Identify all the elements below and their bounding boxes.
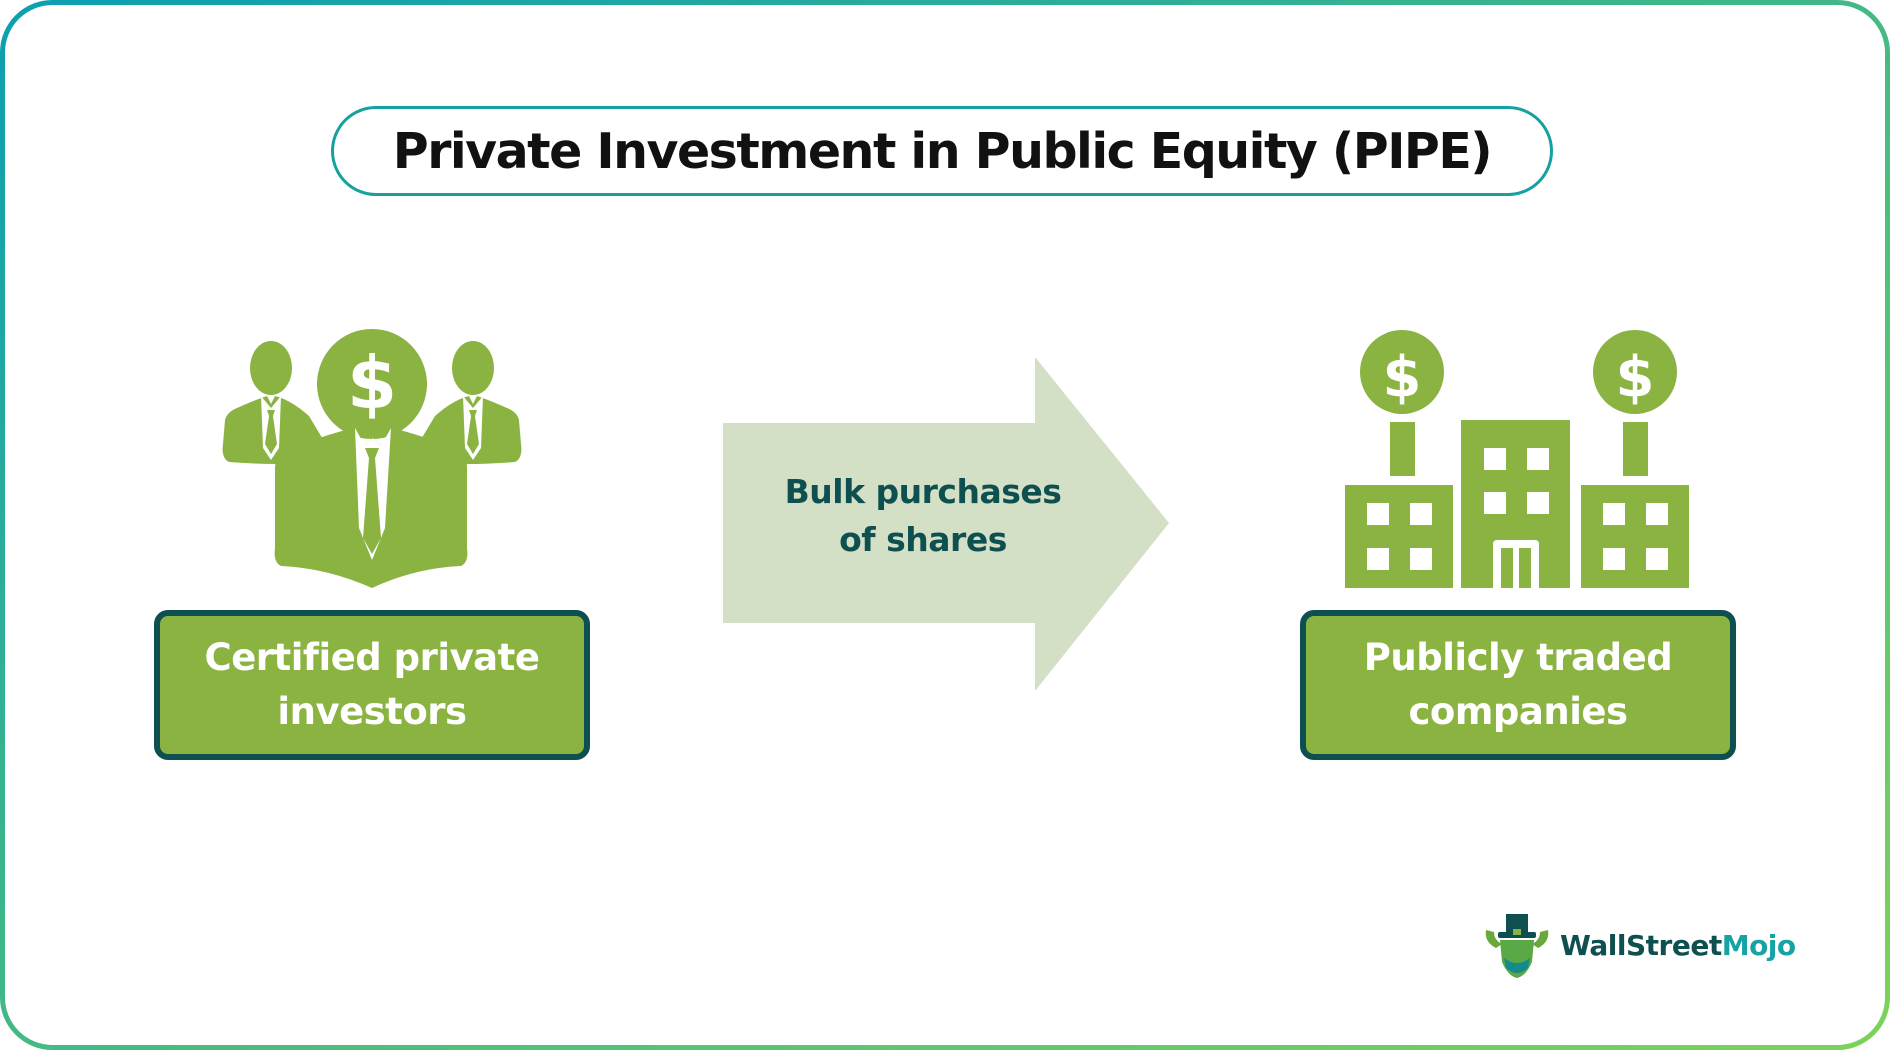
right-label-line-1: Publicly traded (1363, 636, 1673, 679)
arrow-label-line-2: of shares (839, 520, 1007, 559)
logo-text-mojo: Mojo (1721, 928, 1796, 962)
certified-private-investors-box: Certified private investors (154, 610, 590, 760)
wallstreetmojo-logo: WallStreetMojo (1482, 910, 1796, 980)
left-label-line-1: Certified private (204, 636, 540, 679)
page-title: Private Investment in Public Equity (PIP… (392, 122, 1493, 180)
arrow-label: Bulk purchases of shares (723, 468, 1123, 564)
bull-with-top-hat-icon (1485, 914, 1549, 978)
title-pill: Private Investment in Public Equity (PIP… (331, 106, 1553, 196)
right-label-line-2: companies (1408, 690, 1629, 733)
buildings-with-dollar-icon: $ $ (1345, 330, 1689, 590)
svg-text:$: $ (1616, 345, 1655, 410)
investors-with-dollar-icon: $ (222, 329, 522, 588)
arrow-label-line-1: Bulk purchases (784, 472, 1062, 511)
left-label-line-2: investors (277, 690, 467, 733)
logo-text-wallstreet: WallStreet (1560, 928, 1722, 962)
publicly-traded-companies-box: Publicly traded companies (1300, 610, 1736, 760)
svg-text:$: $ (1383, 345, 1422, 410)
right-arrow-icon (723, 357, 1169, 691)
svg-text:$: $ (347, 341, 397, 425)
